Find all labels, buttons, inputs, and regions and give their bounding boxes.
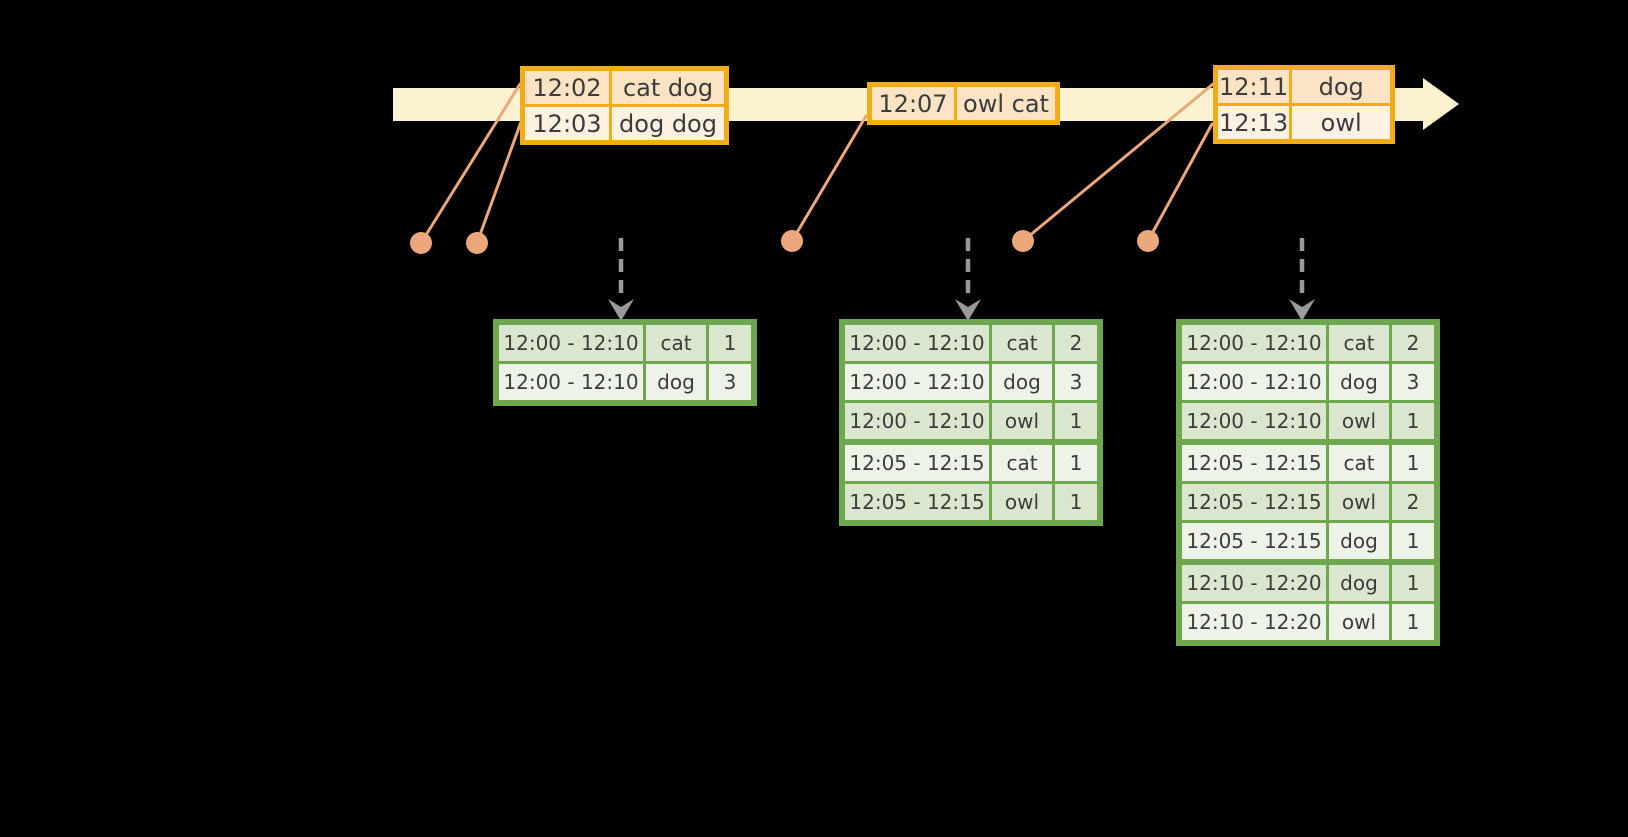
word-cell: cat (1326, 439, 1392, 484)
right-arrow-icon (1423, 78, 1459, 130)
down-arrowhead-icon (608, 299, 634, 321)
window-cell: 12:10 - 12:20 (1177, 601, 1329, 645)
connector-line (475, 120, 523, 245)
word-cell: owl (1326, 400, 1392, 444)
window-cell: 12:10 - 12:20 (1177, 559, 1329, 604)
result-row: 12:05 - 12:15 cat 1 (1177, 439, 1439, 484)
window-cell: 12:05 - 12:15 (840, 439, 992, 484)
connector-line (1146, 122, 1214, 243)
word-cell: cat (1326, 320, 1392, 364)
event-row: 12:03 dog dog (521, 104, 728, 144)
word-cell: dog (1326, 361, 1392, 403)
dot-icon (1012, 230, 1034, 252)
connector-line (1021, 82, 1215, 243)
count-cell: 3 (706, 361, 756, 405)
word-cell: owl (1326, 601, 1392, 645)
result-row: 12:00 - 12:10 owl 1 (1177, 400, 1439, 444)
event-words-cell: dog dog (609, 104, 728, 144)
connector-line (419, 82, 522, 245)
word-cell: cat (989, 439, 1055, 484)
result-row: 12:00 - 12:10 dog 3 (1177, 361, 1439, 403)
result-row: 12:10 - 12:20 owl 1 (1177, 601, 1439, 645)
down-arrowhead-icon (955, 299, 981, 321)
count-cell: 1 (1389, 601, 1439, 645)
event-time-cell: 12:07 (868, 83, 957, 124)
window-cell: 12:05 - 12:15 (1177, 520, 1329, 564)
dot-icon (1137, 230, 1159, 252)
count-cell: 3 (1389, 361, 1439, 403)
result-row: 12:05 - 12:15 owl 2 (1177, 481, 1439, 523)
count-cell: 2 (1389, 481, 1439, 523)
window-cell: 12:00 - 12:10 (1177, 400, 1329, 444)
count-cell: 1 (1389, 400, 1439, 444)
window-cell: 12:00 - 12:10 (840, 361, 992, 403)
count-cell: 1 (1389, 559, 1439, 604)
down-arrowhead-icon (1289, 299, 1315, 321)
word-cell: owl (989, 481, 1055, 525)
window-cell: 12:00 - 12:10 (840, 320, 992, 364)
count-cell: 1 (1389, 439, 1439, 484)
result-row: 12:00 - 12:10 cat 1 (494, 320, 756, 364)
event-words-cell: cat dog (609, 67, 728, 107)
window-cell: 12:00 - 12:10 (1177, 361, 1329, 403)
dot-icon (466, 232, 488, 254)
event-row: 12:07 owl cat (868, 83, 1059, 124)
result-row: 12:05 - 12:15 owl 1 (840, 481, 1102, 525)
result-table-1: 12:00 - 12:10 cat 1 12:00 - 12:10 dog 3 (493, 319, 757, 406)
event-words-cell: owl (1289, 103, 1395, 143)
result-row: 12:00 - 12:10 dog 3 (494, 361, 756, 405)
event-table-3: 12:11 dog 12:13 owl (1213, 65, 1396, 144)
event-table-2: 12:07 owl cat (867, 82, 1060, 125)
dot-icon (410, 232, 432, 254)
event-words-cell: dog (1289, 66, 1395, 106)
word-cell: owl (989, 400, 1055, 444)
word-cell: dog (1326, 520, 1392, 564)
window-cell: 12:00 - 12:10 (840, 400, 992, 444)
window-cell: 12:00 - 12:10 (494, 320, 646, 364)
event-time-cell: 12:11 (1213, 66, 1293, 106)
event-time-cell: 12:13 (1213, 103, 1293, 143)
word-cell: dog (1326, 559, 1392, 604)
window-cell: 12:05 - 12:15 (1177, 481, 1329, 523)
window-cell: 12:00 - 12:10 (494, 361, 646, 405)
event-time-cell: 12:03 (521, 104, 612, 144)
word-cell: dog (989, 361, 1055, 403)
count-cell: 1 (1389, 520, 1439, 564)
word-cell: cat (989, 320, 1055, 364)
count-cell: 2 (1389, 320, 1439, 364)
count-cell: 1 (1052, 439, 1102, 484)
connector-line (790, 114, 868, 243)
window-cell: 12:05 - 12:15 (1177, 439, 1329, 484)
count-cell: 2 (1052, 320, 1102, 364)
result-row: 12:10 - 12:20 dog 1 (1177, 559, 1439, 604)
count-cell: 3 (1052, 361, 1102, 403)
count-cell: 1 (1052, 481, 1102, 525)
count-cell: 1 (1052, 400, 1102, 444)
count-cell: 1 (706, 320, 756, 364)
dot-icon (781, 230, 803, 252)
result-row: 12:00 - 12:10 cat 2 (1177, 320, 1439, 364)
result-row: 12:05 - 12:15 dog 1 (1177, 520, 1439, 564)
result-row: 12:00 - 12:10 owl 1 (840, 400, 1102, 444)
event-row: 12:13 owl (1213, 103, 1395, 143)
result-table-3: 12:00 - 12:10 cat 2 12:00 - 12:10 dog 3 … (1176, 319, 1440, 646)
event-time-cell: 12:02 (521, 67, 612, 107)
window-cell: 12:00 - 12:10 (1177, 320, 1329, 364)
window-cell: 12:05 - 12:15 (840, 481, 992, 525)
word-cell: dog (643, 361, 709, 405)
event-table-1: 12:02 cat dog 12:03 dog dog (520, 66, 729, 145)
result-row: 12:00 - 12:10 dog 3 (840, 361, 1102, 403)
event-row: 12:02 cat dog (521, 67, 728, 107)
result-row: 12:00 - 12:10 cat 2 (840, 320, 1102, 364)
result-table-2: 12:00 - 12:10 cat 2 12:00 - 12:10 dog 3 … (839, 319, 1103, 526)
result-row: 12:05 - 12:15 cat 1 (840, 439, 1102, 484)
word-cell: cat (643, 320, 709, 364)
event-row: 12:11 dog (1213, 66, 1395, 106)
word-cell: owl (1326, 481, 1392, 523)
event-words-cell: owl cat (954, 83, 1059, 124)
